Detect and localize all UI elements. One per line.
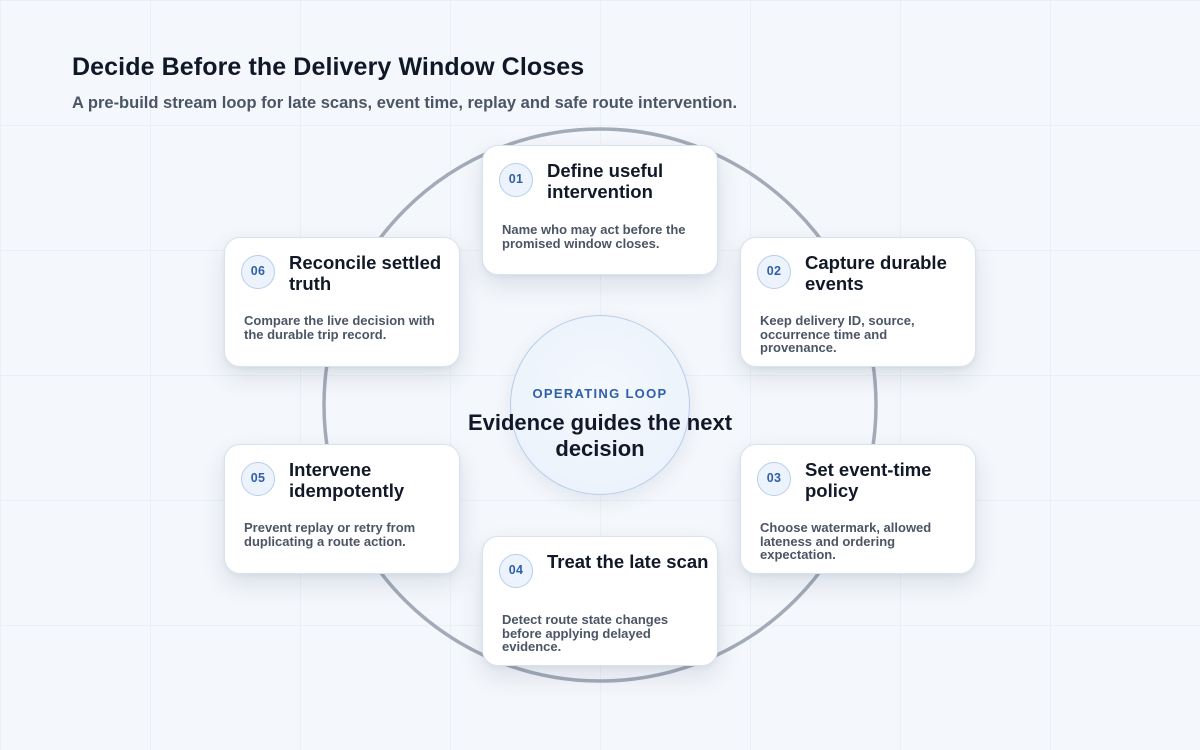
step-title: Set event-time policy [805, 459, 932, 501]
center-hub [510, 315, 690, 495]
center-text: Evidence guides the next decision [467, 410, 733, 461]
step-number-badge: 01 [499, 163, 533, 197]
step-title: Capture durable events [805, 252, 947, 294]
step-number-badge: 06 [241, 255, 275, 289]
step-number-badge: 05 [241, 462, 275, 496]
step-description: Keep delivery ID, source, occurrence tim… [760, 313, 915, 355]
center-kicker: OPERATING LOOP [532, 386, 668, 401]
step-title: Treat the late scan [547, 551, 709, 572]
step-number-badge: 02 [757, 255, 791, 289]
page-subtitle: A pre-build stream loop for late scans, … [72, 94, 738, 112]
step-title: Reconcile settled truth [289, 252, 442, 294]
step-description: Detect route state changes before applyi… [502, 612, 669, 654]
step-number-badge: 03 [757, 462, 791, 496]
step-description: Choose watermark, allowed lateness and o… [760, 520, 932, 562]
step-card-05[interactable]: 05 Intervene idempotently Prevent replay… [224, 444, 460, 574]
step-description: Prevent replay or retry from duplicating… [244, 520, 416, 549]
step-card-02[interactable]: 02 Capture durable events Keep delivery … [740, 237, 976, 367]
step-card-04[interactable]: 04 Treat the late scan Detect route stat… [482, 536, 718, 666]
step-description: Compare the live decision with the durab… [244, 313, 435, 342]
step-number-badge: 04 [499, 554, 533, 588]
step-card-01[interactable]: 01 Define useful intervention Name who m… [482, 145, 718, 275]
loop-ring-circle [322, 127, 878, 683]
step-description: Name who may act before the promised win… [502, 222, 686, 251]
step-card-06[interactable]: 06 Reconcile settled truth Compare the l… [224, 237, 460, 367]
page-title: Decide Before the Delivery Window Closes [72, 53, 585, 81]
step-title: Intervene idempotently [289, 459, 405, 501]
step-title: Define useful intervention [547, 160, 664, 202]
step-card-03[interactable]: 03 Set event-time policy Choose watermar… [740, 444, 976, 574]
